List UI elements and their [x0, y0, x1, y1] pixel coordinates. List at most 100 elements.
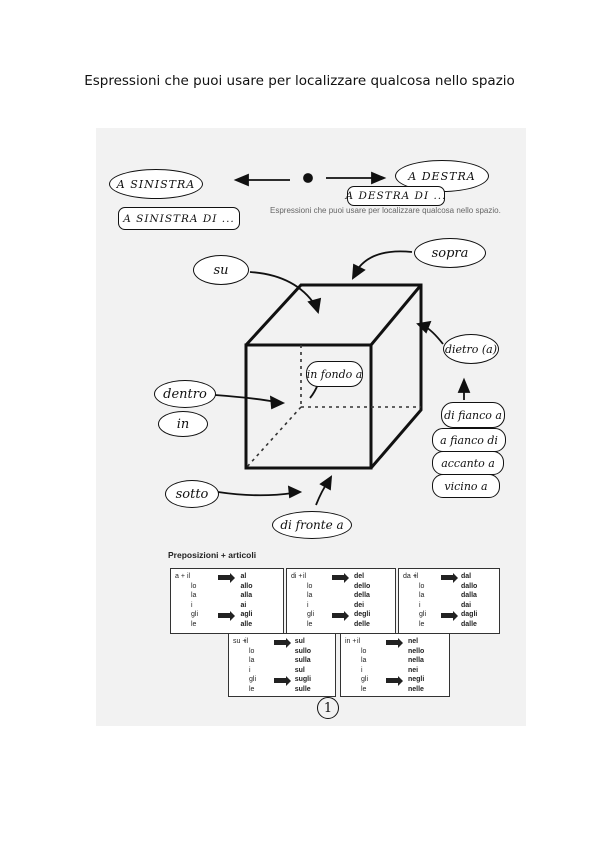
label-a-destra-di: A DESTRA DI ...: [346, 186, 445, 206]
article-label: i: [191, 601, 193, 609]
label-sopra: sopra: [414, 238, 486, 268]
result-label: sul: [294, 638, 305, 645]
result-label: alla: [240, 592, 253, 599]
preposition-label: a +: [175, 573, 185, 580]
article-label: la: [361, 657, 367, 664]
article-label: il: [187, 573, 191, 580]
result-label: agli: [240, 611, 253, 618]
printed-caption: Espressioni che puoi usare per localizza…: [270, 206, 501, 215]
article-label: il: [415, 573, 419, 580]
result-label: degli: [353, 611, 371, 618]
article-label: gli: [191, 611, 199, 618]
label-di-fianco: di fianco a: [441, 402, 505, 428]
result-label: dalla: [461, 592, 477, 599]
article-label: gli: [419, 611, 427, 618]
article-label: lo: [419, 582, 425, 590]
label-sotto: sotto: [165, 480, 219, 508]
arrow-icon: [386, 675, 404, 686]
article-label: gli: [249, 676, 257, 683]
arrow-icon: [332, 610, 350, 621]
table-row: i ai: [171, 602, 283, 611]
result-label: nei: [407, 666, 419, 674]
result-label: nel: [407, 638, 419, 645]
page-title: Espressioni che puoi usare per localizza…: [84, 73, 515, 89]
arrow-icon: [218, 572, 236, 583]
arrow-icon: [332, 572, 350, 583]
article-label: le: [191, 620, 197, 628]
result-label: nelle: [407, 685, 424, 693]
article-label: il: [245, 638, 249, 645]
cube-hidden-edges: [245, 345, 421, 469]
preposition-label: su +: [233, 638, 247, 645]
article-label: i: [361, 666, 363, 674]
article-label: la: [419, 592, 425, 599]
table-row: gli agli: [171, 610, 283, 621]
prepositions-heading: Preposizioni + articoli: [168, 550, 257, 560]
article-label: i: [249, 666, 251, 674]
arrows: [214, 171, 471, 506]
preposition-label: di +: [291, 573, 303, 580]
article-label: le: [249, 685, 255, 693]
table-row: i nei: [341, 667, 449, 676]
arrow-icon: [273, 637, 291, 648]
result-label: dallo: [461, 582, 478, 590]
result-label: dai: [461, 601, 472, 609]
preposition-label: da +: [403, 573, 417, 580]
preposition-label: in +: [345, 638, 357, 645]
article-label: la: [249, 657, 255, 664]
page-number: 1: [317, 697, 339, 719]
article-label: lo: [307, 582, 313, 590]
result-label: nello: [407, 647, 425, 655]
label-in: in: [158, 411, 208, 437]
table-row: la dalla: [399, 592, 499, 601]
article-label: le: [361, 685, 367, 693]
result-label: sul: [294, 666, 305, 674]
label-su: su: [193, 255, 249, 285]
result-label: del: [353, 573, 365, 580]
label-dietro: dietro (a): [443, 334, 499, 364]
result-label: ai: [240, 601, 247, 609]
label-accanto: accanto a: [432, 451, 504, 475]
table-row: lo dello: [287, 583, 395, 592]
article-label: la: [307, 592, 313, 599]
article-label: lo: [249, 647, 255, 655]
label-dentro: dentro: [154, 380, 216, 408]
arrow-icon: [441, 572, 458, 583]
result-label: negli: [407, 676, 425, 683]
table-row: i sul: [229, 667, 335, 676]
article-label: il: [357, 638, 361, 645]
table-row: la alla: [171, 592, 283, 601]
label-a-fianco: a fianco di: [432, 428, 506, 452]
result-label: delle: [353, 620, 370, 628]
result-label: dello: [353, 582, 371, 590]
result-label: dal: [461, 573, 472, 580]
table-row: lo dallo: [399, 583, 499, 592]
arrow-icon: [273, 675, 291, 686]
article-label: lo: [191, 582, 197, 590]
arrow-icon: [441, 610, 458, 621]
label-a-sinistra-di: A SINISTRA DI ...: [118, 207, 240, 230]
article-label: la: [191, 592, 197, 599]
cube-outline: [244, 283, 423, 470]
label-di-fronte: di fronte a: [272, 511, 352, 539]
